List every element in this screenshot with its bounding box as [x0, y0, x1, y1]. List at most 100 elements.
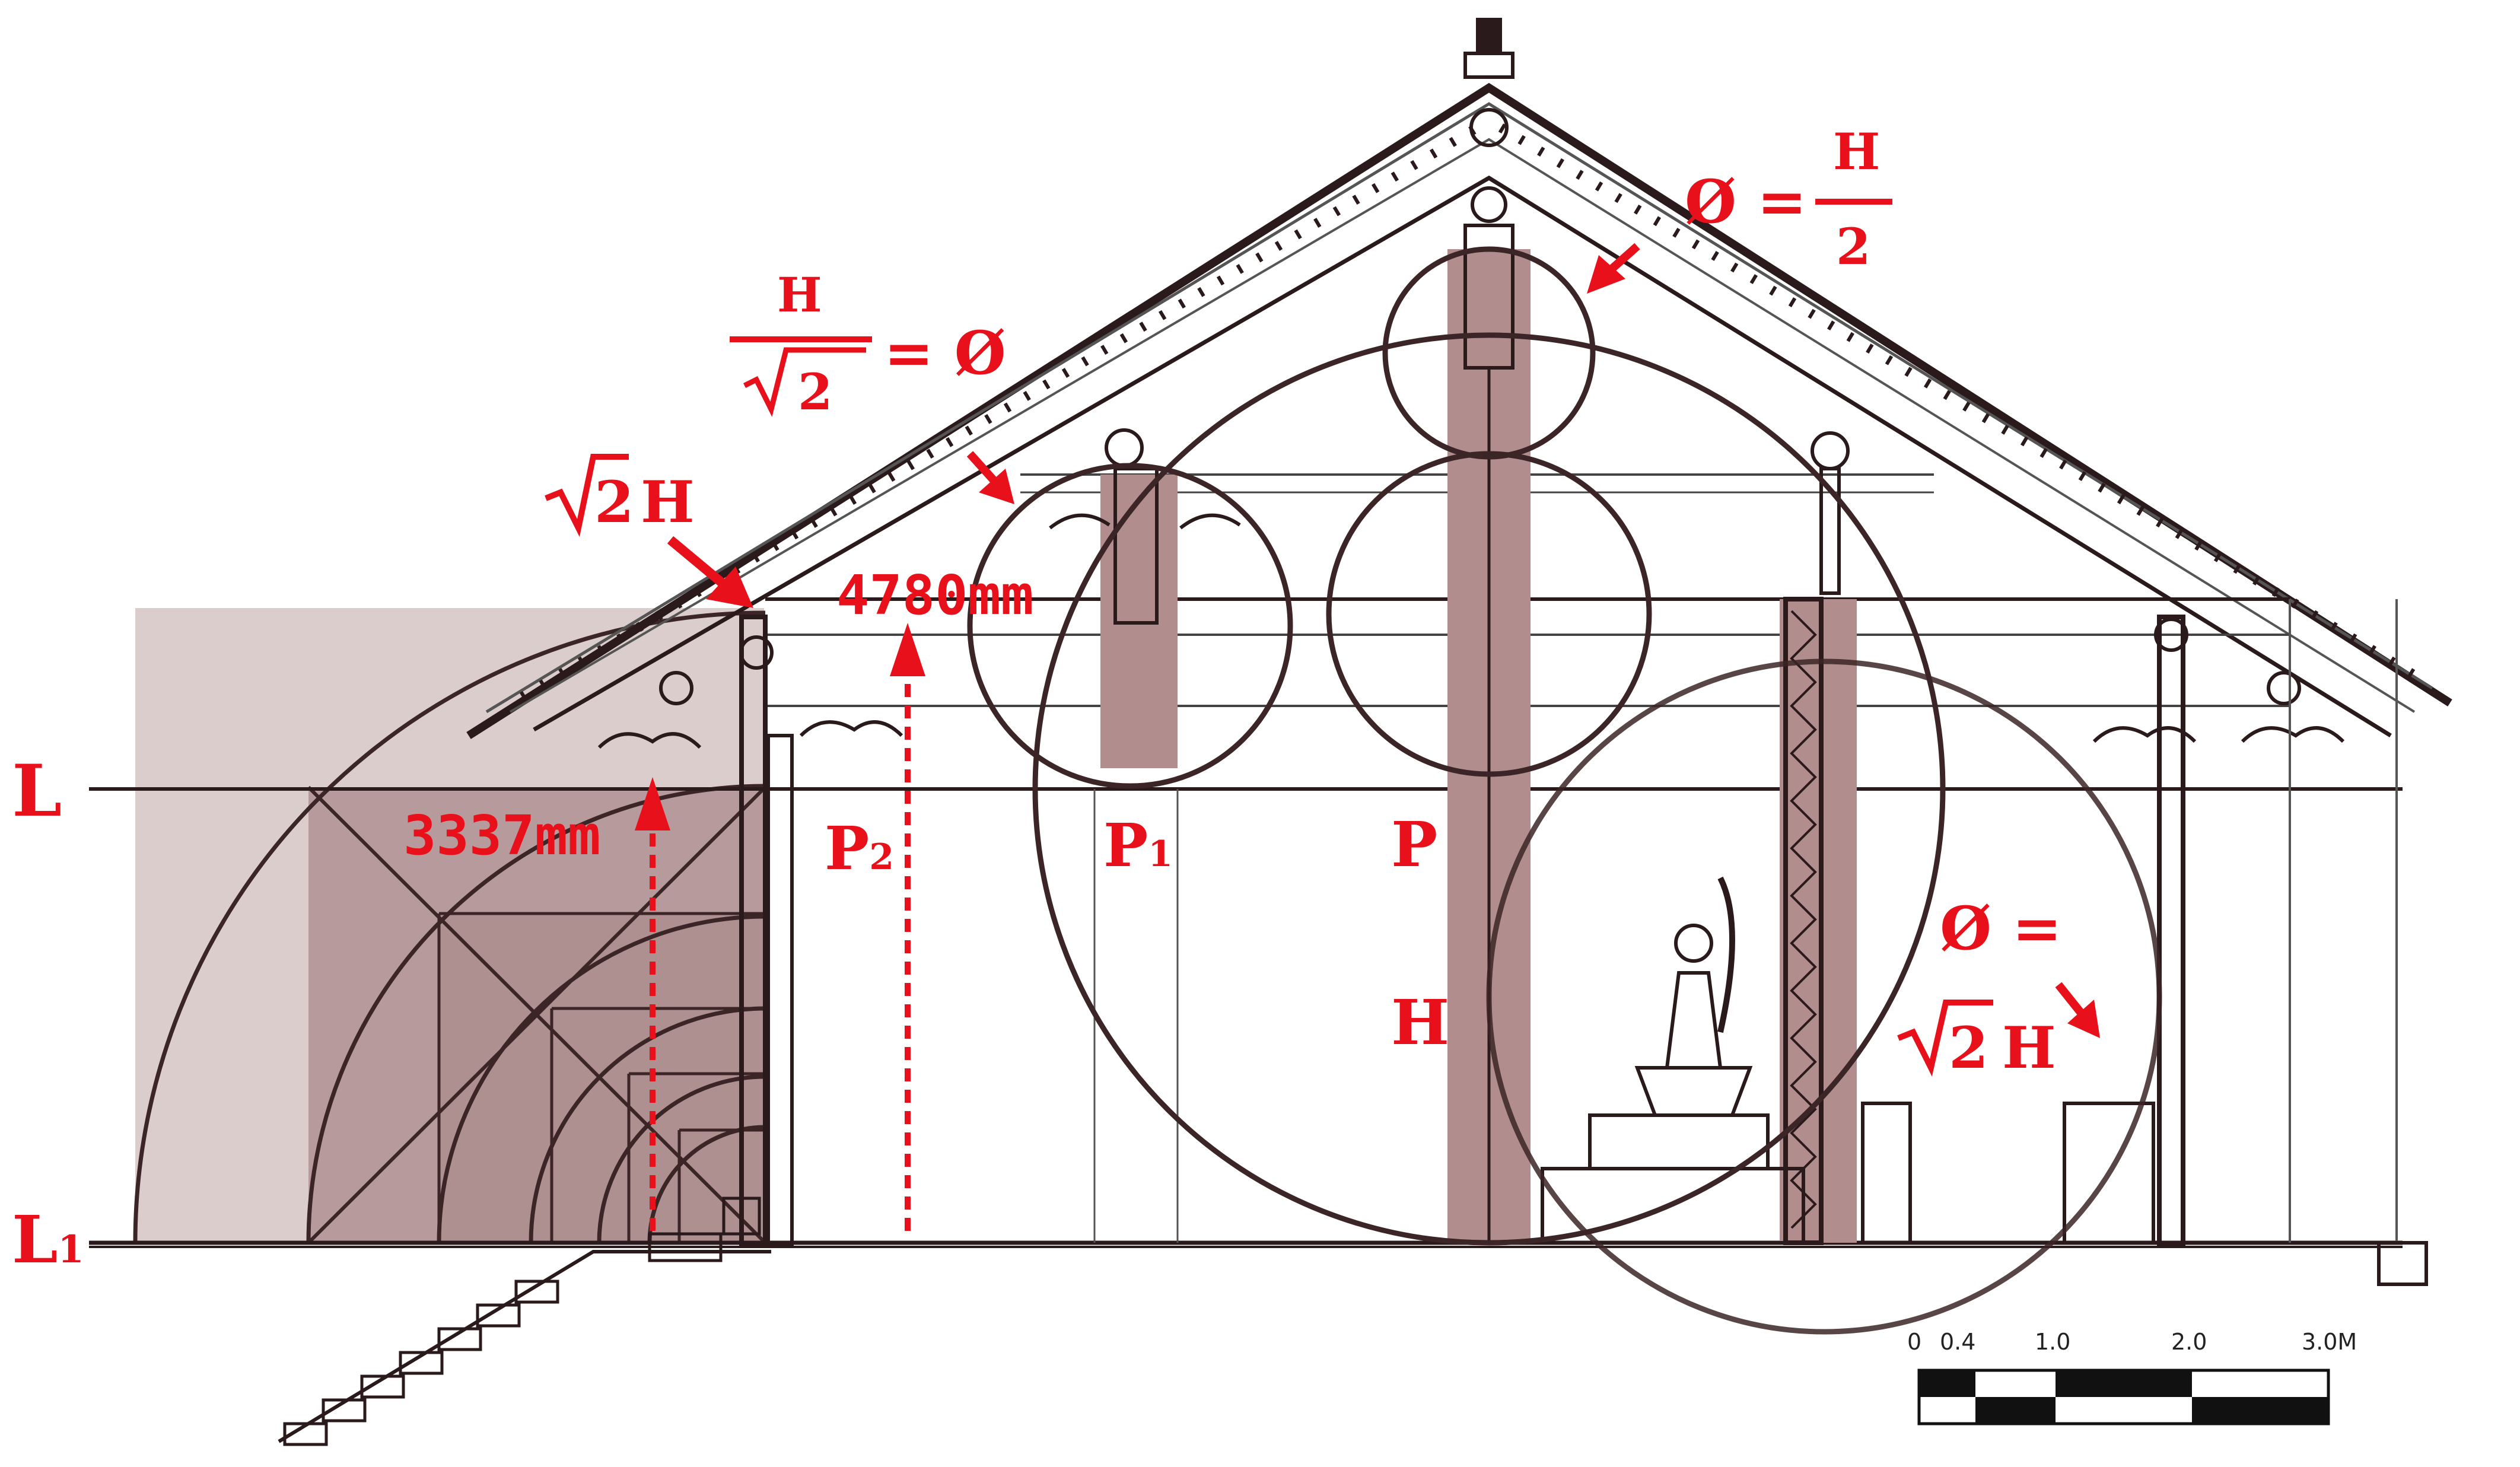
label-P: P — [1391, 808, 1437, 881]
arc-sqrt2 — [133, 610, 766, 1243]
altar — [1541, 876, 2155, 1245]
step — [322, 1398, 367, 1423]
statue-head — [1674, 924, 1713, 963]
sqrt2H-left-coef: 2 — [594, 469, 634, 536]
roof-finial-base — [1463, 52, 1514, 79]
formula-mid-numerator: H — [777, 267, 822, 323]
sqrt-symbol — [545, 454, 629, 537]
top-circle-H-half — [1382, 246, 1596, 460]
pointer-arrow-mid-head — [979, 469, 1014, 504]
step — [399, 1351, 444, 1375]
dim-arrow-3337-head — [635, 777, 670, 830]
base-end — [2377, 1241, 2428, 1286]
right-inner-pillar-shade — [1780, 599, 1857, 1243]
step — [514, 1280, 559, 1304]
step — [437, 1327, 482, 1351]
statue-mandorla — [1717, 876, 1735, 1033]
strut-ornament — [1105, 428, 1144, 467]
roof-line — [509, 138, 2416, 713]
label-L1: L1 — [12, 1201, 84, 1278]
ridge-ornament — [1471, 186, 1507, 223]
circle-sqrt2H — [1486, 658, 2162, 1335]
roof-tiles — [519, 123, 2429, 701]
formula-sqrt2H-left: 2 H — [545, 454, 695, 537]
structure — [597, 224, 2428, 1286]
dim-label-3337: 3337mm — [403, 804, 600, 867]
scale-tick-0: 0 — [1907, 1329, 1921, 1355]
roof-rafter — [533, 175, 2392, 737]
plinth-block — [648, 1232, 723, 1262]
pointer-arrow-sqrt2H-head — [706, 567, 753, 608]
scale-tick-2-0: 2.0 — [2171, 1329, 2207, 1355]
sqrt2H-left-H: H — [641, 469, 695, 536]
statue-body — [1665, 971, 1723, 1070]
strut-post — [1819, 467, 1841, 595]
scale-tick-1-0: 1.0 — [2035, 1329, 2070, 1355]
formula-right-lhs: Ø = — [1940, 893, 2062, 963]
lotus-pedestal — [1634, 1066, 1753, 1117]
side-table — [2063, 1102, 2155, 1245]
formula-H-over-sqrt2: H 2 = Ø — [730, 267, 1006, 421]
dim-arrow-4780-head — [890, 623, 925, 676]
scale-cell — [2192, 1397, 2328, 1424]
side-table — [1861, 1102, 1912, 1245]
big-circle-H — [1032, 332, 1946, 1246]
label-P2-sub: 2 — [869, 836, 894, 878]
formula-top-lhs: Ø = — [1685, 167, 1807, 237]
label-P1: P1 — [1103, 810, 1173, 880]
pillar-hatch — [1790, 610, 1817, 1229]
bracket-curl — [799, 720, 903, 737]
formula-H-over-2: Ø = H 2 — [1685, 122, 1892, 276]
sqrt-symbol — [1897, 1000, 1993, 1077]
scale-tick-3-0: 3.0M — [2302, 1329, 2357, 1355]
label-L: L — [12, 749, 62, 833]
bracket-curl — [1049, 513, 1111, 530]
pointer-arrow-top-head — [1587, 255, 1625, 294]
pointer-arrow-top — [1608, 243, 1640, 273]
step — [283, 1422, 328, 1446]
arc — [597, 1074, 766, 1243]
bracket-ornament — [2154, 618, 2188, 652]
label-P1-sub: 1 — [1148, 833, 1173, 875]
arc — [437, 914, 766, 1243]
scale-cell — [1919, 1370, 1975, 1397]
middle-circle — [1326, 451, 1652, 777]
bracket-curl — [1179, 513, 1241, 530]
scale-cell — [2056, 1370, 2192, 1397]
label-P2-main: P — [825, 813, 869, 883]
post-P2-inner — [766, 734, 794, 1248]
bracket-ornament — [659, 671, 693, 705]
label-L1-main: L — [12, 1201, 58, 1278]
bracket-curl — [597, 732, 702, 749]
formula-top-denominator: 2 — [1836, 217, 1870, 276]
ridge-ornament — [1469, 108, 1509, 147]
formula-mid-rhs: = Ø — [884, 318, 1006, 388]
pointer-arrow-sqrt2H — [667, 536, 727, 588]
roof-finial — [1476, 18, 1502, 53]
label-H: H — [1391, 986, 1449, 1059]
annotations: L L1 3337mm 4780mm P2 P1 P H 2 H H 2 = Ø… — [12, 122, 2062, 1278]
roof-outline — [466, 82, 2452, 739]
scale-tick-0-4: 0.4 — [1940, 1329, 1975, 1355]
proportion-circles — [967, 246, 2162, 1335]
step — [360, 1374, 405, 1399]
front-steps — [278, 1196, 771, 1446]
scale-bar: 0 0.4 1.0 2.0 3.0M — [1907, 1329, 2357, 1425]
dim-label-4780: 4780mm — [836, 564, 1033, 627]
sqrt-symbol — [743, 347, 866, 417]
label-P2: P2 — [825, 813, 894, 883]
post-P2 — [739, 615, 768, 1248]
label-P1-main: P — [1103, 810, 1148, 880]
formula-sqrt2H-right: Ø = 2 H — [1897, 893, 2062, 1081]
proportion-squares — [133, 608, 767, 1245]
formula-top-numerator: H — [1833, 122, 1880, 181]
plinth-block — [722, 1196, 761, 1236]
circle-H-over-sqrt2 — [967, 463, 1293, 789]
formula-mid-denominator: 2 — [798, 362, 832, 421]
bracket-curl — [2092, 726, 2197, 743]
label-L1-sub: 1 — [58, 1227, 84, 1272]
dimension-arrows — [635, 243, 2100, 1231]
step — [476, 1303, 521, 1328]
altar-top — [1588, 1113, 1770, 1170]
